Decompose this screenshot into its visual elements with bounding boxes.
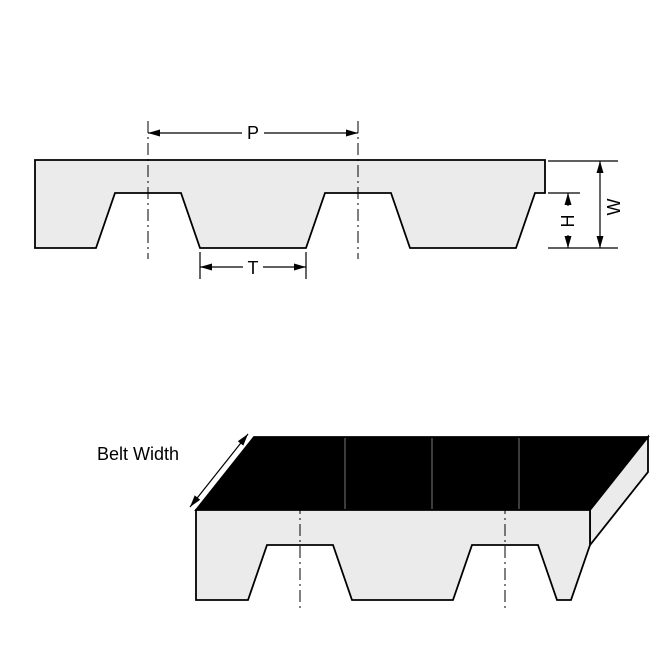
belt-front-face <box>195 509 591 601</box>
pitch-arrow-left-icon <box>148 129 160 137</box>
perspective-view: Belt Width <box>97 433 650 608</box>
tooth-height-label: H <box>558 215 578 228</box>
belt-top-surface <box>194 436 650 511</box>
dim-pitch: P <box>148 121 358 143</box>
tooth-width-label-bg <box>243 256 263 278</box>
belt-thickness-label: W <box>604 199 624 216</box>
dim-belt-thickness: W <box>548 160 624 249</box>
tooth-width-arrow-left-icon <box>200 263 212 271</box>
belt-width-dimension: Belt Width <box>97 433 249 508</box>
belt-width-arrow-lower-icon <box>190 495 201 507</box>
belt-width-arrow-upper-icon <box>237 434 248 446</box>
tooth-height-arrow-bottom-icon <box>564 236 572 248</box>
belt-width-label: Belt Width <box>97 444 179 464</box>
dim-tooth-height: H <box>548 192 580 248</box>
profile-view: P T H <box>34 121 624 279</box>
pitch-arrow-right-icon <box>346 129 358 137</box>
tooth-height-label-bg <box>557 206 579 235</box>
dim-tooth-width: T <box>199 252 307 279</box>
tooth-width-arrow-right-icon <box>294 263 306 271</box>
belt-width-dimension-line <box>189 433 249 508</box>
pitch-label-bg <box>242 121 264 143</box>
tooth-width-label: T <box>248 258 259 278</box>
belt-thickness-arrow-top-icon <box>596 161 604 173</box>
tooth-height-arrow-top-icon <box>564 193 572 205</box>
pitch-label: P <box>247 123 259 143</box>
belt-profile-shape <box>34 159 546 249</box>
belt-thickness-arrow-bottom-icon <box>596 236 604 248</box>
